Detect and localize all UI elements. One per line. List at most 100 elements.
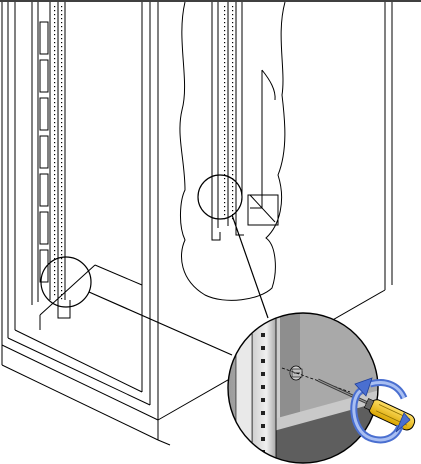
rail-hole-dot [61, 178, 63, 180]
rail-hole-dot [232, 150, 234, 152]
rail-hole-dot [61, 206, 63, 208]
rail-hole-dot [232, 22, 234, 24]
rail-hole-dot [232, 66, 234, 68]
rail-hole-dot [224, 46, 226, 48]
rail-hole-dot [54, 54, 56, 56]
rail-hole-dot [61, 114, 63, 116]
rail-hole-dot [61, 186, 63, 188]
rail-holes [54, 6, 234, 300]
rail-hole-dot [232, 166, 234, 168]
rail-hole-dot [224, 14, 226, 16]
rail-hole-dot [54, 10, 56, 12]
rail-hole-dot [224, 34, 226, 36]
callout-circle-rear [197, 174, 243, 220]
rail-hole-dot [54, 6, 56, 8]
rail-hole-dot [54, 98, 56, 100]
rail-hole-dot [232, 114, 234, 116]
rail-hole-dot [54, 150, 56, 152]
rail-hole-dot [54, 210, 56, 212]
rail-hole-dot [224, 18, 226, 20]
rail-hole-dot [61, 82, 63, 84]
rail-hole-dot [54, 266, 56, 268]
rail-hole-dot [224, 178, 226, 180]
rail-hole-dot [61, 70, 63, 72]
rail-hole-dot [61, 166, 63, 168]
rail-hole-dot [61, 130, 63, 132]
rail-hole-dot [224, 130, 226, 132]
rail-hole-dot [54, 174, 56, 176]
rail-hole-dot [61, 230, 63, 232]
rail-hole-dot [54, 86, 56, 88]
rail-hole-dot [224, 182, 226, 184]
rail-hole-dot [54, 18, 56, 20]
rail-hole-dot [224, 146, 226, 148]
rail-hole-dot [54, 82, 56, 84]
rail-hole-dot [61, 34, 63, 36]
rail-hole-dot [54, 250, 56, 252]
rail-hole-dot [61, 122, 63, 124]
rail-hole-dot [54, 278, 56, 280]
rail-hole-dot [232, 122, 234, 124]
rail-hole-dot [224, 158, 226, 160]
rail-hole-dot [61, 218, 63, 220]
rail-hole-dot [224, 98, 226, 100]
leader-line-rear [231, 214, 269, 319]
rail-square-hole [261, 398, 265, 402]
rail-hole-dot [61, 62, 63, 64]
rail-hole-dot [54, 106, 56, 108]
rail-hole-dot [232, 182, 234, 184]
rail-square-hole [261, 385, 265, 389]
rail-square-hole [261, 424, 265, 428]
rail-hole-dot [61, 190, 63, 192]
rail-hole-dot [232, 62, 234, 64]
rail-hole-dot [224, 58, 226, 60]
rail-hole-dot [61, 138, 63, 140]
rail-hole-dot [54, 30, 56, 32]
rail-hole-dot [61, 18, 63, 20]
rail-hole-dot [232, 82, 234, 84]
rail-hole-dot [224, 50, 226, 52]
rail-hole-dot [61, 66, 63, 68]
rail-hole-dot [232, 26, 234, 28]
rail-hole-dot [61, 142, 63, 144]
rail-square-hole [261, 437, 265, 441]
rail-hole-dot [224, 162, 226, 164]
rail-hole-dot [61, 238, 63, 240]
rail-hole-dot [61, 294, 63, 296]
rail-hole-dot [224, 54, 226, 56]
rail-hole-dot [61, 258, 63, 260]
rail-hole-dot [232, 194, 234, 196]
rail-hole-dot [61, 74, 63, 76]
rail-hole-dot [61, 182, 63, 184]
rail-hole-dot [61, 246, 63, 248]
rail-hole-dot [224, 30, 226, 32]
rail-hole-dot [54, 294, 56, 296]
rail-hole-dot [232, 30, 234, 32]
rail-hole-dot [224, 170, 226, 172]
rail-hole-dot [224, 138, 226, 140]
rail-hole-dot [54, 66, 56, 68]
rail-hole-dot [54, 218, 56, 220]
leader-line-front [88, 291, 233, 356]
rail-hole-dot [54, 38, 56, 40]
rail-hole-dot [224, 110, 226, 112]
rail-hole-dot [61, 98, 63, 100]
rail-hole-dot [224, 210, 226, 212]
side-panel-ghost [179, 1, 286, 301]
rail-hole-dot [54, 138, 56, 140]
rail-hole-dot [61, 106, 63, 108]
rail-hole-dot [54, 242, 56, 244]
rail-hole-dot [61, 226, 63, 228]
rail-hole-dot [54, 122, 56, 124]
rail-square-hole [261, 411, 265, 415]
rail-hole-dot [232, 54, 234, 56]
rail-hole-dot [54, 206, 56, 208]
rail-hole-dot [54, 118, 56, 120]
rail-square-hole [261, 359, 265, 363]
rail-hole-dot [232, 70, 234, 72]
rail-hole-dot [224, 86, 226, 88]
rail-hole-dot [54, 142, 56, 144]
rail-hole-dot [54, 286, 56, 288]
rail-hole-dot [232, 90, 234, 92]
